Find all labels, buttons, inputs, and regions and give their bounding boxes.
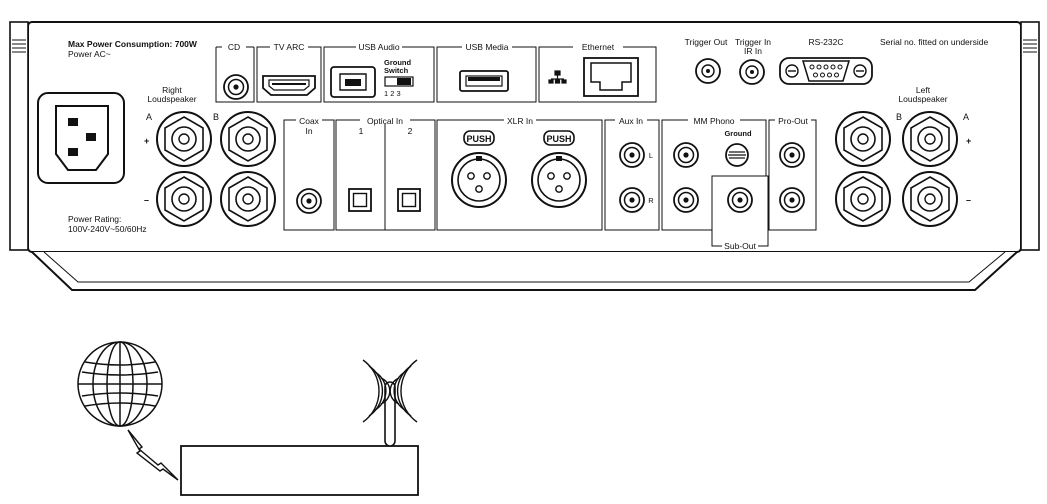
pro-out-section: Pro-Out [768, 116, 817, 231]
globe-icon [77, 341, 163, 427]
sub-out-label: Sub-Out [724, 241, 756, 251]
ground-terminal[interactable] [725, 143, 749, 167]
left-speaker-b: B [896, 112, 902, 122]
left-speaker-a-minus-terminal[interactable] [902, 171, 958, 227]
right-speaker-a-plus-terminal[interactable] [156, 111, 212, 167]
left-speaker-a: A [963, 112, 969, 122]
ethernet-port[interactable] [583, 57, 639, 97]
aux-l-label: L [649, 151, 653, 160]
left-speaker-b-minus-terminal[interactable] [835, 171, 891, 227]
tv-arc-label: TV ARC [274, 42, 305, 52]
left-speaker-minus: – [966, 195, 971, 205]
aux-in-label: Aux In [619, 116, 643, 126]
optical-in-label: Optical In [367, 116, 403, 126]
cd-input-jack[interactable] [223, 74, 249, 100]
lightning-connection-icon [127, 429, 179, 481]
xlr-in-left-socket[interactable] [451, 152, 507, 208]
optical-in-2-port[interactable] [397, 188, 421, 212]
left-speaker-a-plus-terminal[interactable] [902, 111, 958, 167]
xlr-in-label: XLR In [507, 116, 533, 126]
usb-audio-label: USB Audio [358, 42, 399, 52]
right-speaker-a: A [146, 112, 152, 122]
coax-in-section: Coax In [283, 116, 335, 231]
ground-switch-positions: 1 2 3 [384, 89, 401, 98]
optical-in-1-port[interactable] [348, 188, 372, 212]
usb-media-label: USB Media [466, 42, 509, 52]
rs232c-label: RS-232C [809, 37, 844, 47]
usb-b-port[interactable] [330, 66, 376, 98]
coax-in-jack[interactable] [296, 188, 322, 214]
right-speaker-minus: – [144, 195, 149, 205]
aux-r-label: R [648, 196, 654, 205]
left-speaker-label-2: Loudspeaker [898, 94, 947, 104]
ethernet-label: Ethernet [582, 42, 615, 52]
xlr-in-right-socket[interactable] [531, 152, 587, 208]
power-rating-title: Power Rating: [68, 214, 121, 224]
rs232c-port[interactable] [779, 57, 873, 85]
left-speaker-label-1: Left [916, 85, 931, 95]
aux-in-section: Aux In L R [604, 116, 660, 231]
optical-in-section: Optical In 1 2 [335, 116, 436, 231]
router-icon [180, 381, 419, 496]
cd-section: CD [215, 42, 255, 103]
trigger-out-jack[interactable] [695, 58, 721, 84]
ethernet-section: Ethernet [538, 42, 657, 103]
right-speaker-b-minus-terminal[interactable] [220, 171, 276, 227]
xlr-left-push-release[interactable]: PUSH [463, 130, 495, 146]
aux-in-left-jack[interactable] [619, 142, 645, 168]
tv-arc-section: TV ARC [256, 42, 322, 103]
coax-in-label-1: Coax [299, 116, 320, 126]
mm-phono-label: MM Phono [693, 116, 734, 126]
trigger-out-label: Trigger Out [685, 37, 728, 47]
right-speaker-b-plus-terminal[interactable] [220, 111, 276, 167]
left-speaker-plus: + [966, 136, 971, 146]
ground-switch-label-2: Switch [384, 66, 409, 75]
aux-in-right-jack[interactable] [619, 187, 645, 213]
power-ac-label: Power AC~ [68, 49, 111, 59]
ground-switch[interactable] [384, 76, 414, 87]
power-inlet [37, 92, 125, 184]
cd-label: CD [228, 42, 240, 52]
usb-audio-section: USB Audio Ground Switch 1 2 3 [323, 42, 435, 103]
push-label-right: PUSH [546, 134, 571, 144]
right-speaker-a-minus-terminal[interactable] [156, 171, 212, 227]
right-speaker-label-1: Right [162, 85, 182, 95]
power-rating-value: 100V-240V~50/60Hz [68, 224, 147, 234]
optical-1-label: 1 [359, 126, 364, 136]
pro-out-left-jack[interactable] [779, 142, 805, 168]
right-speaker-label-2: Loudspeaker [147, 94, 196, 104]
xlr-in-section: XLR In PUSH PUSH [436, 116, 603, 231]
sub-out-jack[interactable] [727, 187, 753, 213]
trigger-ir-in-jack[interactable] [739, 59, 765, 85]
coax-in-label-2: In [305, 126, 312, 136]
xlr-right-push-release[interactable]: PUSH [543, 130, 575, 146]
sub-out-section: Sub-Out [711, 175, 769, 251]
left-speaker-b-plus-terminal[interactable] [835, 111, 891, 167]
optical-2-label: 2 [408, 126, 413, 136]
usb-media-section: USB Media [436, 42, 537, 103]
right-speaker-b: B [213, 112, 219, 122]
ground-label: Ground [724, 129, 751, 138]
hdmi-arc-port[interactable] [262, 75, 316, 96]
pro-out-label: Pro-Out [778, 116, 808, 126]
network-icon [548, 70, 567, 84]
serial-note: Serial no. fitted on underside [880, 37, 988, 47]
right-speaker-plus: + [144, 136, 149, 146]
trigger-in-label: Trigger In [735, 37, 771, 47]
ir-in-label: IR In [744, 46, 762, 56]
phono-right-jack[interactable] [673, 187, 699, 213]
pro-out-right-jack[interactable] [779, 187, 805, 213]
push-label-left: PUSH [466, 134, 491, 144]
phono-left-jack[interactable] [673, 142, 699, 168]
wifi-signal-icon [362, 359, 418, 423]
ground-switch-label-1: Ground [384, 58, 411, 67]
max-power-label: Max Power Consumption: 700W [68, 39, 198, 49]
usb-a-port[interactable] [459, 70, 509, 92]
